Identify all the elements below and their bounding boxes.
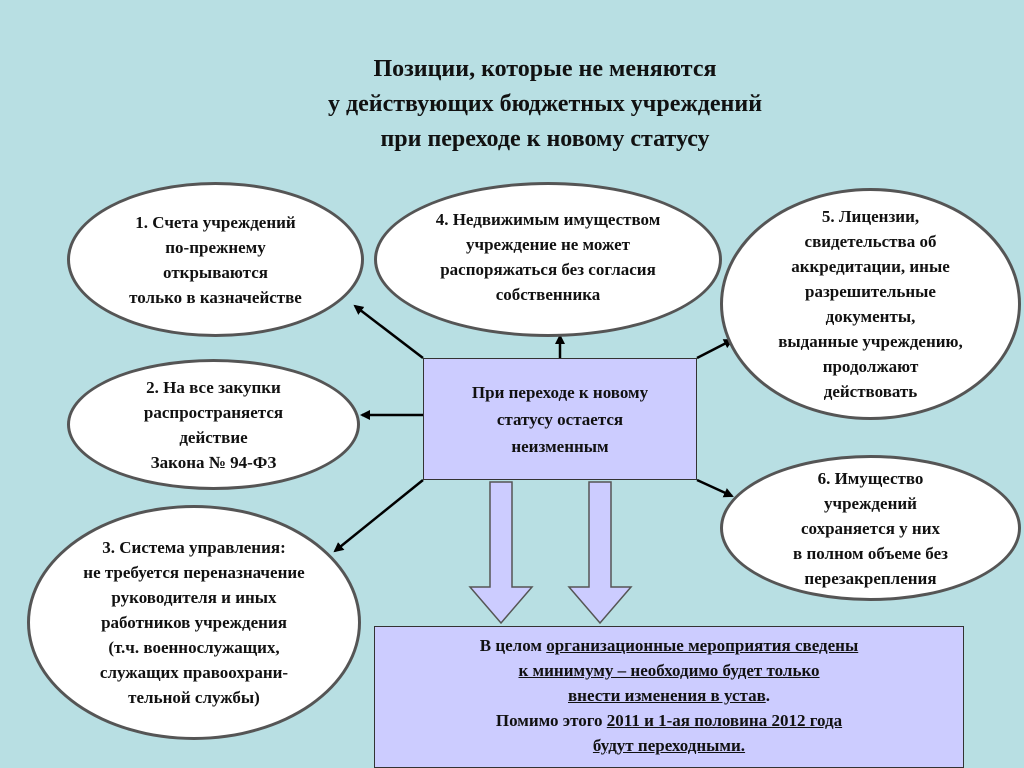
box-text: Закона № 94-ФЗ <box>150 452 277 472</box>
box-text: выданные учреждению, <box>778 332 963 351</box>
box-text: служащих правоохрани- <box>99 663 289 682</box>
box-text: в полном объеме без <box>793 543 948 563</box>
box-text: распоряжаться без согласия <box>440 260 656 279</box>
box-text: 3. Система управления: <box>102 538 286 557</box>
box-text: документы, <box>825 307 916 326</box>
summary-underlined-text: к минимуму – необходимо будет только <box>518 661 820 680</box>
box-text: открываются <box>163 262 268 282</box>
box-text: аккредитации, иные <box>791 257 950 276</box>
position-box-2-procurement: 2. На все закупки распространяется дейст… <box>67 359 360 490</box>
center-text: При переходе к новому <box>471 382 649 402</box>
summary-line: внести изменения в устав. <box>375 683 963 708</box>
page-title: Позиции, которые не меняются у действующ… <box>230 52 860 157</box>
box-text: тельной службы) <box>128 688 260 707</box>
position-box-5-licenses: 5. Лицензии, свидетельства об аккредитац… <box>720 188 1021 420</box>
arrow-to-box3 <box>333 479 424 553</box>
arrow-to-box5 <box>696 338 734 360</box>
summary-underlined-text: 2011 и 1-ая половина 2012 года <box>606 711 843 730</box>
box-text: собственника <box>495 285 601 304</box>
box-text: (т.ч. военнослужащих, <box>108 638 280 657</box>
box-text: сохраняется у них <box>800 518 940 538</box>
center-text: неизменным <box>511 436 609 456</box>
summary-text: В целом <box>479 636 547 655</box>
box-text: 2. На все закупки <box>146 377 281 397</box>
arrow-to-box1 <box>353 304 424 359</box>
box-text: действовать <box>823 382 918 401</box>
box-text: 6. Имущество <box>817 468 924 488</box>
box-text: распространяется <box>143 402 284 422</box>
summary-line: к минимуму – необходимо будет только <box>375 658 963 683</box>
box-text: продолжают <box>822 357 919 376</box>
summary-line: будут переходными. <box>375 733 963 758</box>
box-text: учреждение не может <box>466 235 630 254</box>
position-box-4-real-estate: 4. Недвижимым имуществом учреждение не м… <box>374 182 722 337</box>
box-text: не требуется переназначение <box>83 563 305 582</box>
block-arrow-right <box>567 481 633 625</box>
title-line: у действующих бюджетных учреждений <box>327 91 763 117</box>
summary-underlined-text: организационные мероприятия сведены <box>546 636 859 655</box>
box-text: 4. Недвижимым имуществом <box>435 210 661 229</box>
box-text: 1. Счета учреждений <box>135 212 296 232</box>
center-text: статусу остается <box>496 409 624 429</box>
summary-line: Помимо этого 2011 и 1-ая половина 2012 г… <box>375 708 963 733</box>
box-text: руководителя и иных <box>111 588 277 607</box>
summary-line: В целом организационные мероприятия свед… <box>375 633 963 658</box>
box-text: разрешительные <box>805 282 936 301</box>
title-line: Позиции, которые не меняются <box>373 56 717 82</box>
summary-underlined-text: внести изменения в устав <box>568 686 766 705</box>
position-box-3-management: 3. Система управления: не требуется пере… <box>27 505 361 740</box>
box-text: 5. Лицензии, <box>821 207 920 226</box>
title-line: при переходе к новому статусу <box>380 126 710 152</box>
summary-text: . <box>765 686 770 705</box>
position-box-6-property: 6. Имущество учреждений сохраняется у ни… <box>720 455 1021 601</box>
box-text: по-прежнему <box>165 237 266 257</box>
box-text: учреждений <box>824 493 917 513</box>
summary-box: В целом организационные мероприятия свед… <box>374 626 964 768</box>
position-box-1-accounts: 1. Счета учреждений по-прежнему открываю… <box>67 182 364 337</box>
box-text: перезакрепления <box>804 568 937 588</box>
box-text: только в казначействе <box>129 287 302 307</box>
block-arrow-left <box>468 481 534 625</box>
box-text: действие <box>179 427 248 447</box>
box-text: свидетельства об <box>804 232 937 251</box>
summary-underlined-text: будут переходными. <box>592 736 746 755</box>
center-box: При переходе к новому статусу остается н… <box>423 358 697 480</box>
box-text: работников учреждения <box>101 613 287 632</box>
arrow-to-box6 <box>696 478 734 498</box>
summary-text: Помимо этого <box>495 711 607 730</box>
